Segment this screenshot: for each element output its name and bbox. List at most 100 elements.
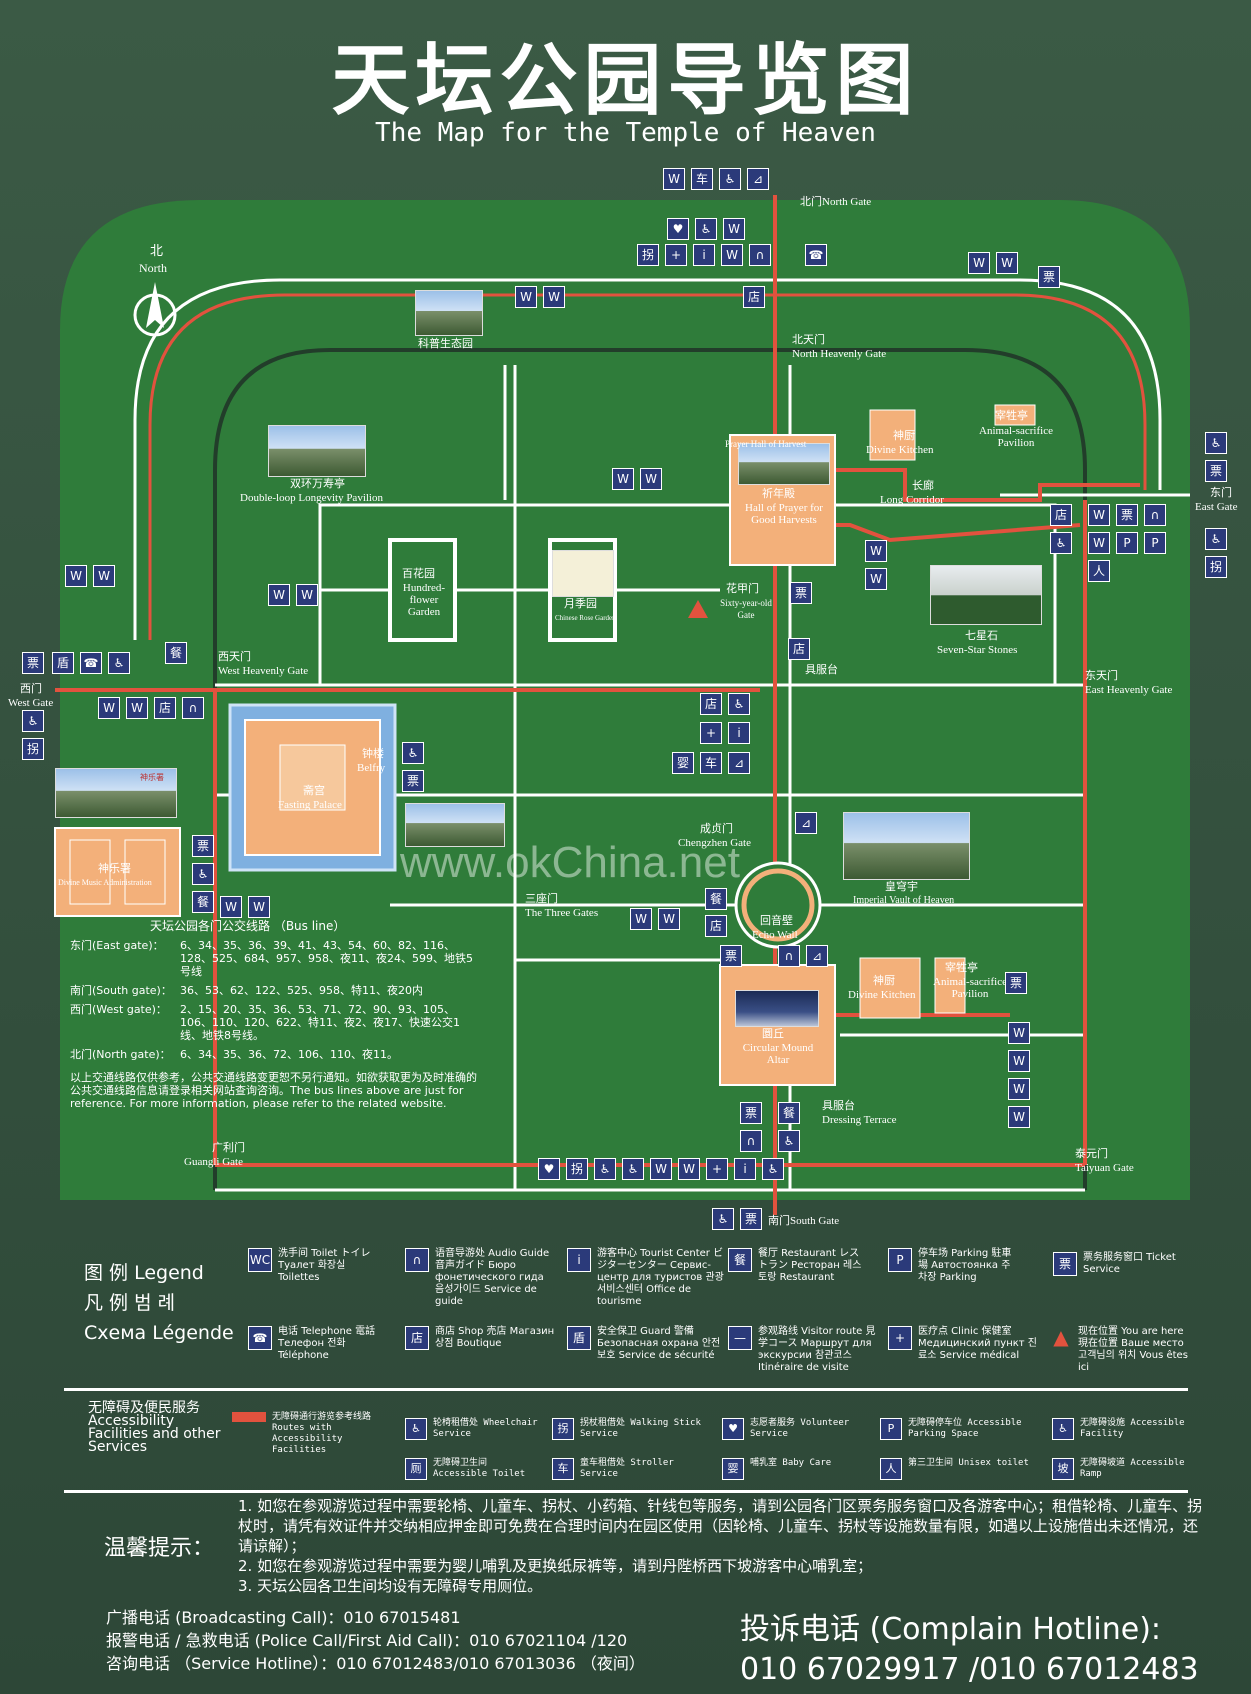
toilet-icon[interactable]: W	[1088, 504, 1110, 526]
accessible-icon[interactable]: ♿	[1205, 528, 1227, 550]
toilet-icon[interactable]: W	[996, 252, 1018, 274]
toilet-icon[interactable]: W	[543, 286, 565, 308]
ticket-icon[interactable]: 票	[740, 1208, 762, 1230]
toilet-icon[interactable]: W	[640, 468, 662, 490]
shop-icon[interactable]: 店	[154, 697, 176, 719]
wheelchair-icon[interactable]: ♿	[594, 1158, 616, 1180]
walking-stick-icon[interactable]: 拐	[22, 738, 44, 760]
restaurant-icon[interactable]: 餐	[165, 642, 187, 664]
tip-line: 3. 天坛公园各卫生间均设有无障碍专用厕位。	[238, 1577, 543, 1595]
accessible-icon[interactable]: ♿	[712, 1208, 734, 1230]
toilet-icon[interactable]: W	[93, 565, 115, 587]
toilet-icon[interactable]: W	[1088, 532, 1110, 554]
toilet-icon[interactable]: W	[248, 896, 270, 918]
ticket-icon[interactable]: 票	[402, 770, 424, 792]
wheelchair-icon[interactable]: ♿	[719, 168, 741, 190]
ticket-icon[interactable]: 票	[790, 582, 812, 604]
north-heavenly-gate-cn: 北天门	[792, 333, 825, 346]
watermark: www.okChina.net	[400, 838, 740, 887]
walking-stick-icon[interactable]: 拐	[637, 244, 659, 266]
ramp-icon[interactable]: ⊿	[806, 945, 828, 967]
audio-guide-icon[interactable]: ∩	[778, 945, 800, 967]
toilet-icon[interactable]: W	[1008, 1106, 1030, 1128]
toilet-icon[interactable]: W	[650, 1158, 672, 1180]
accessible-toilet-icon[interactable]: W	[65, 565, 87, 587]
volunteer-icon[interactable]: ♥	[538, 1158, 560, 1180]
toilet-icon[interactable]: W	[515, 286, 537, 308]
ramp-icon[interactable]: ⊿	[795, 812, 817, 834]
accessible-icon[interactable]: ♿	[402, 742, 424, 764]
accessible-icon[interactable]: ♿	[22, 710, 44, 732]
toilet-icon[interactable]: W	[865, 540, 887, 562]
accessible-toilet-icon[interactable]: W	[268, 584, 290, 606]
restaurant-icon[interactable]: 餐	[705, 888, 727, 910]
shop-icon[interactable]: 店	[788, 638, 810, 660]
shop-icon[interactable]: 店	[705, 915, 727, 937]
baby-care-icon[interactable]: 婴	[672, 752, 694, 774]
accessible-icon[interactable]: ♿	[695, 218, 717, 240]
accessible-icon[interactable]: ♿	[192, 863, 214, 885]
ticket-icon[interactable]: 票	[740, 1102, 762, 1124]
audio-guide-icon[interactable]: ∩	[740, 1130, 762, 1152]
clinic-icon[interactable]: +	[665, 244, 687, 266]
accessible-icon[interactable]: ♿	[622, 1158, 644, 1180]
toilet-icon[interactable]: W	[663, 168, 685, 190]
ramp-icon[interactable]: ⊿	[728, 752, 750, 774]
guard-icon[interactable]: 盾	[52, 652, 74, 674]
ticket-icon[interactable]: 票	[22, 652, 44, 674]
clinic-icon[interactable]: +	[706, 1158, 728, 1180]
audio-guide-icon[interactable]: ∩	[749, 244, 771, 266]
tourist-center-icon[interactable]: i	[734, 1158, 756, 1180]
accessible-icon[interactable]: ♿	[1050, 532, 1072, 554]
ticket-icon[interactable]: 票	[1005, 972, 1027, 994]
clinic-icon[interactable]: +	[700, 722, 722, 744]
restaurant-icon[interactable]: 餐	[778, 1102, 800, 1124]
telephone-icon[interactable]: ☎	[80, 652, 102, 674]
shop-icon[interactable]: 店	[700, 693, 722, 715]
accessible-toilet-icon[interactable]: W	[126, 697, 148, 719]
toilet-icon[interactable]: W	[658, 908, 680, 930]
ticket-icon[interactable]: 票	[1205, 460, 1227, 482]
toilet-icon[interactable]: W	[1008, 1078, 1030, 1100]
accessible-icon[interactable]: ♿	[728, 693, 750, 715]
toilet-icon[interactable]: W	[98, 697, 120, 719]
toilet-icon[interactable]: W	[220, 896, 242, 918]
prayer-hall-en: Hall of Prayer for Good Harvests	[745, 502, 823, 526]
toilet-icon[interactable]: W	[723, 218, 745, 240]
shop-icon[interactable]: 店	[743, 286, 765, 308]
toilet-icon[interactable]: W	[865, 568, 887, 590]
tourist-center-icon[interactable]: i	[693, 244, 715, 266]
audio-guide-icon[interactable]: ∩	[182, 697, 204, 719]
audio-guide-icon[interactable]: ∩	[1144, 504, 1166, 526]
toilet-icon[interactable]: W	[612, 468, 634, 490]
unisex-toilet-icon[interactable]: 人	[1088, 560, 1110, 582]
volunteer-icon[interactable]: ♥	[667, 218, 689, 240]
toilet-icon[interactable]: W	[968, 252, 990, 274]
stroller-icon[interactable]: 车	[691, 168, 713, 190]
ticket-icon[interactable]: 票	[720, 945, 742, 967]
accessible-icon[interactable]: ♿	[762, 1158, 784, 1180]
tourist-center-icon[interactable]: i	[728, 722, 750, 744]
parking-icon[interactable]: P	[1116, 532, 1138, 554]
walking-stick-icon[interactable]: 拐	[1205, 556, 1227, 578]
accessible-parking-icon[interactable]: P	[1144, 532, 1166, 554]
ticket-icon[interactable]: 票	[1038, 266, 1060, 288]
toilet-icon[interactable]: W	[721, 244, 743, 266]
toilet-icon[interactable]: W	[1008, 1022, 1030, 1044]
toilet-icon[interactable]: W	[678, 1158, 700, 1180]
toilet-icon[interactable]: W	[1008, 1050, 1030, 1072]
ramp-icon[interactable]: ⊿	[747, 168, 769, 190]
complain-hotline: 投诉电话 (Complain Hotline): 010 67029917 /0…	[740, 1610, 1199, 1690]
shop-icon[interactable]: 店	[1050, 504, 1072, 526]
ticket-icon[interactable]: 票	[1116, 504, 1138, 526]
toilet-icon[interactable]: W	[630, 908, 652, 930]
accessible-icon[interactable]: ♿	[778, 1130, 800, 1152]
telephone-icon[interactable]: ☎	[805, 244, 827, 266]
ticket-icon[interactable]: 票	[192, 835, 214, 857]
restaurant-icon[interactable]: 餐	[192, 891, 214, 913]
toilet-icon[interactable]: W	[296, 584, 318, 606]
walking-stick-icon[interactable]: 拐	[566, 1158, 588, 1180]
accessible-icon[interactable]: ♿	[1205, 432, 1227, 454]
stroller-icon[interactable]: 车	[700, 752, 722, 774]
accessible-icon[interactable]: ♿	[108, 652, 130, 674]
